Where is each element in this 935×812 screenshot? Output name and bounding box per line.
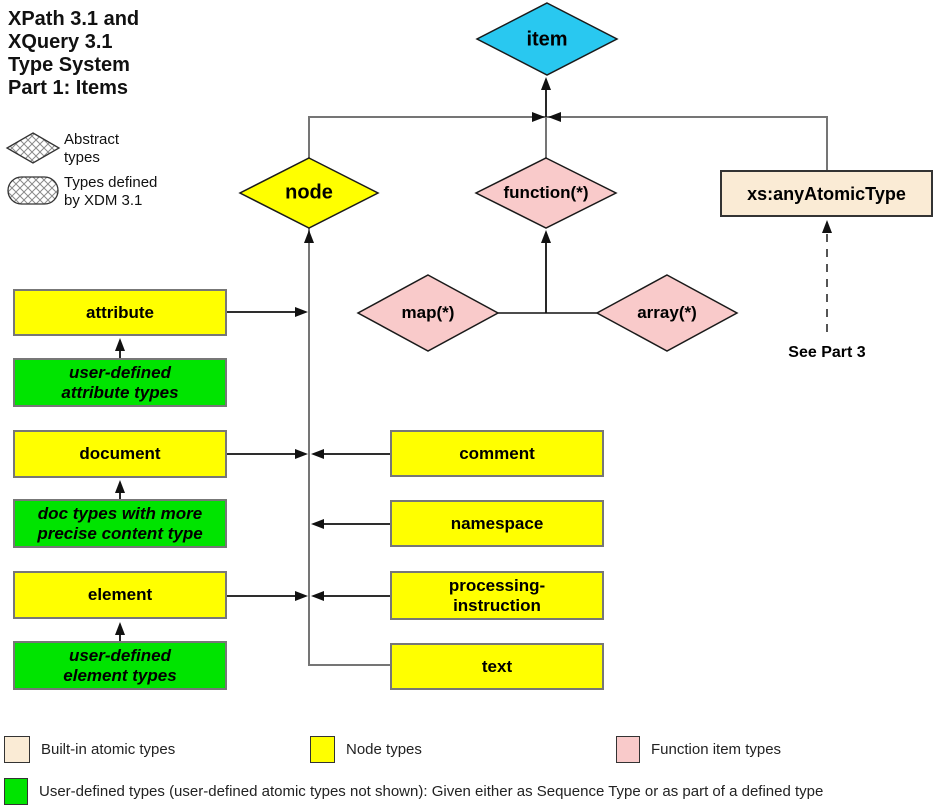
comment-box: comment [390,430,604,477]
node-diamond [238,157,380,229]
user-defined-element-types-label: user-defined element types [63,645,177,685]
arrowhead-udelem-up [115,622,125,635]
namespace-box: namespace [390,500,604,547]
arrowhead-anyatomic-up [822,220,832,233]
function-diamond-label: function(*) [503,183,589,202]
legend-function-item-types: Function item types [616,736,781,763]
arrowhead-comment-left [311,449,324,459]
arrowhead-function-up [541,230,551,243]
item-diamond [475,2,619,76]
node-types-swatch [310,736,335,763]
xdm-types-legend-label: Types defined by XDM 3.1 [64,174,158,209]
user-defined-types-label: User-defined types (user-defined atomic … [39,783,824,800]
document-label: document [79,444,161,463]
arrowhead-pi-left [311,591,324,601]
edge-top-rail [308,116,828,170]
arrowhead-node-up [304,230,314,243]
node-types-label: Node types [346,741,422,758]
array-diamond [595,274,739,352]
user-defined-element-types-box: user-defined element types [13,641,227,690]
arrowhead-rail-left [548,112,561,122]
any-atomic-type-box: xs:anyAtomicType [720,170,933,217]
user-defined-attribute-types-label: user-defined attribute types [61,362,179,402]
builtin-atomic-label: Built-in atomic types [41,741,176,758]
arrowhead-document-right [295,449,308,459]
arrowhead-doctypes-up [115,480,125,493]
array-diamond-label: array(*) [637,303,697,322]
arrowhead-udattr-up [115,338,125,351]
element-label: element [87,585,153,604]
abstract-types-legend-label: Abstract types [64,131,120,166]
legend-user-defined-types: User-defined types (user-defined atomic … [4,778,823,805]
any-atomic-type-label: xs:anyAtomicType [747,183,906,204]
arrowheads [115,77,832,635]
edge-node-spine [308,228,391,666]
node-diamond-label: node [285,181,333,204]
legend-node-types: Node types [310,736,422,763]
arrowhead-element-right [295,591,308,601]
processing-instruction-box: processing- instruction [390,571,604,620]
document-box: document [13,430,227,478]
text-box: text [390,643,604,690]
map-diamond [356,274,500,352]
text-label: text [481,656,513,676]
arrowhead-namespace-left [311,519,324,529]
diagram-title: XPath 3.1 and XQuery 3.1 Type System Par… [8,8,140,99]
attribute-box: attribute [13,289,227,336]
comment-label: comment [459,443,535,463]
arrowhead-attribute-right [295,307,308,317]
item-diamond-label: item [526,28,568,51]
legend-builtin-atomic: Built-in atomic types [4,736,175,763]
map-diamond-label: map(*) [401,303,455,322]
attribute-label: attribute [86,302,154,322]
arrowhead-rail-right [532,112,545,122]
function-item-types-swatch [616,736,640,763]
namespace-label: namespace [450,513,544,533]
builtin-atomic-swatch [4,736,30,763]
doc-types-label: doc types with more precise content type [37,503,203,543]
element-box: element [13,571,227,619]
user-defined-attribute-types-box: user-defined attribute types [13,358,227,407]
doc-types-box: doc types with more precise content type [13,499,227,548]
connector-network [308,116,828,666]
arrowhead-item-up [541,77,551,90]
see-part-3-note: See Part 3 [788,344,866,361]
xdm-types-stadium-icon [7,176,59,205]
processing-instruction-label: processing- instruction [448,575,546,615]
abstract-types-diamond-icon [5,132,61,164]
function-diamond [474,157,618,229]
user-defined-types-swatch [4,778,28,805]
function-item-types-label: Function item types [651,741,782,758]
